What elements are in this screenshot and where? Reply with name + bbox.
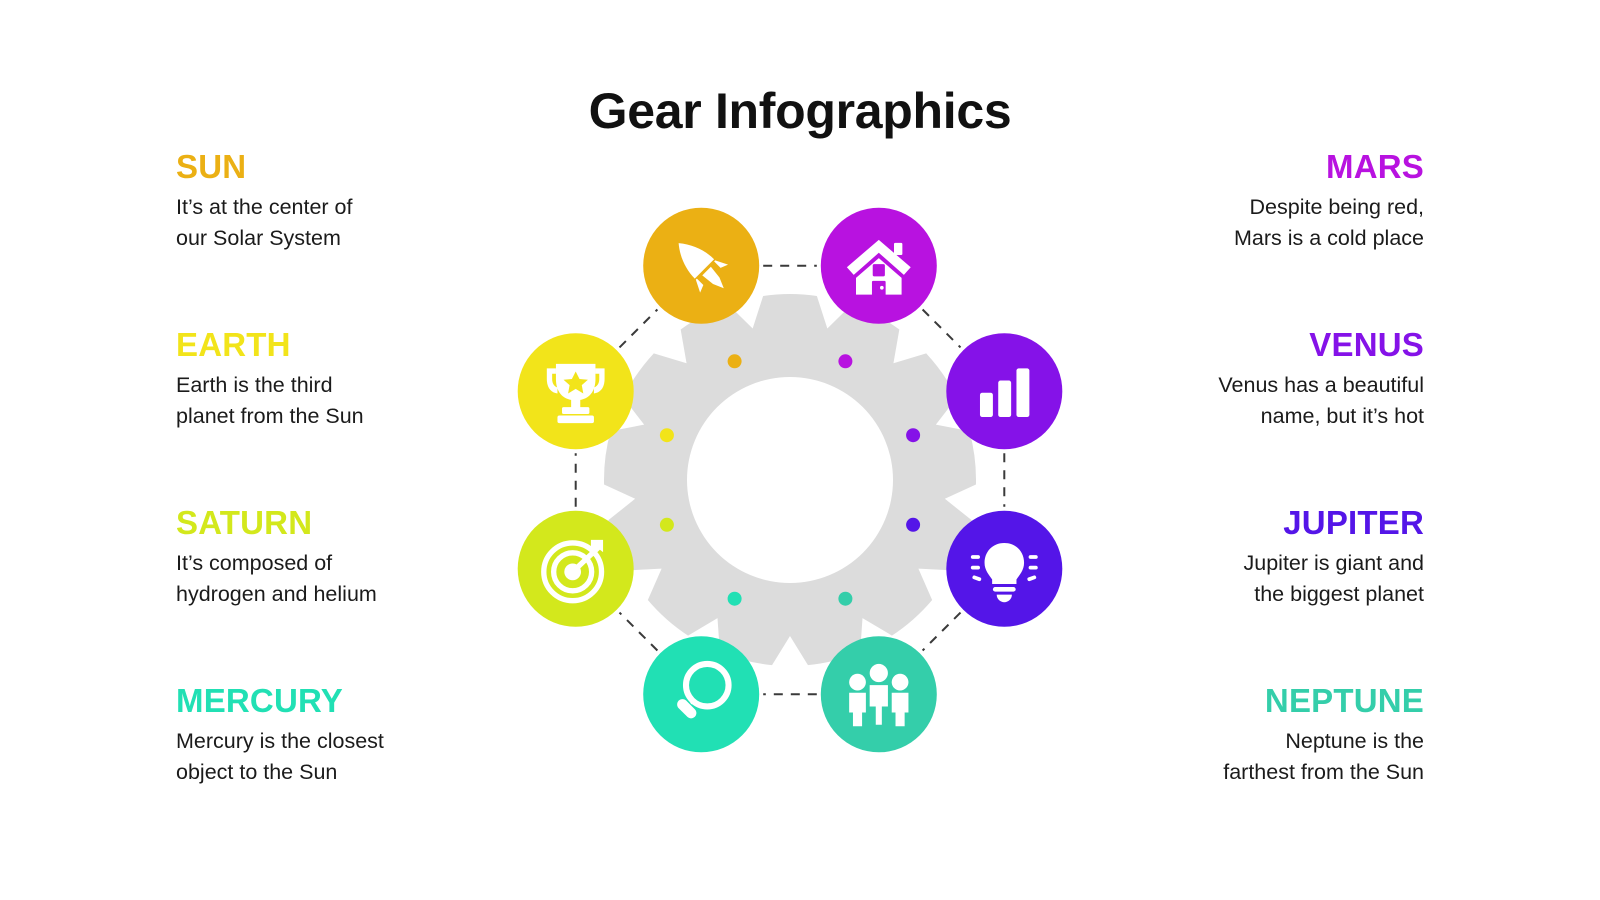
item-earth-description: Earth is the third planet from the Sun <box>176 373 364 428</box>
people-icon <box>849 663 909 727</box>
node-people[interactable] <box>820 636 937 753</box>
gear-dot-group <box>659 354 921 606</box>
lightbulb-icon <box>970 542 1038 603</box>
node-lightbulb[interactable] <box>946 510 1063 627</box>
item-neptune[interactable]: NEPTUNE Neptune is the farthest from the… <box>1124 684 1424 787</box>
node-bar-chart[interactable] <box>946 333 1063 450</box>
connector-line <box>921 611 962 652</box>
node-house[interactable] <box>820 207 937 324</box>
gear-dot <box>659 428 674 443</box>
magnifier-icon <box>677 660 732 719</box>
item-mars-description: Despite being red, Mars is a cold place <box>1234 195 1424 250</box>
item-mars-title: MARS <box>1326 148 1424 185</box>
node-magnifier[interactable] <box>643 636 760 753</box>
icon-node-group <box>517 207 1063 753</box>
rocket-icon <box>678 243 729 293</box>
gear-body <box>603 293 977 666</box>
central-gear <box>603 293 977 666</box>
target-icon <box>541 539 605 604</box>
item-venus-description: Venus has a beautiful name, but it’s hot <box>1218 373 1424 428</box>
item-mercury-description: Mercury is the closest object to the Sun <box>176 729 384 784</box>
item-earth[interactable]: EARTH Earth is the third planet from the… <box>176 328 476 431</box>
item-jupiter-description: Jupiter is giant and the biggest planet <box>1243 551 1424 606</box>
item-neptune-description: Neptune is the farthest from the Sun <box>1223 729 1424 784</box>
connector-line <box>618 308 659 349</box>
item-mars[interactable]: MARS Despite being red, Mars is a cold p… <box>1124 150 1424 253</box>
gear-dot <box>906 517 921 532</box>
gear-diagram <box>500 190 1080 770</box>
item-saturn-title: SATURN <box>176 504 313 541</box>
item-venus-title: VENUS <box>1309 326 1424 363</box>
connector-line <box>618 611 659 652</box>
item-jupiter-title: JUPITER <box>1283 504 1424 541</box>
item-mercury[interactable]: MERCURY Mercury is the closest object to… <box>176 684 476 787</box>
gear-dot <box>727 591 742 606</box>
gear-dot <box>659 517 674 532</box>
page-title: Gear Infographics <box>588 83 1012 139</box>
node-circle-bg[interactable] <box>643 636 760 753</box>
item-earth-title: EARTH <box>176 326 291 363</box>
node-target[interactable] <box>517 510 634 627</box>
node-rocket[interactable] <box>643 207 760 324</box>
bar-chart-icon <box>979 368 1030 418</box>
item-sun-title: SUN <box>176 148 247 185</box>
trophy-icon <box>546 363 605 424</box>
item-sun[interactable]: SUN It’s at the center of our Solar Syst… <box>176 150 476 253</box>
house-icon <box>846 239 911 297</box>
item-saturn-description: It’s composed of hydrogen and helium <box>176 551 377 606</box>
item-jupiter[interactable]: JUPITER Jupiter is giant and the biggest… <box>1124 506 1424 609</box>
connector-line <box>921 308 962 349</box>
gear-dot <box>727 354 742 369</box>
item-neptune-title: NEPTUNE <box>1264 682 1424 719</box>
item-saturn[interactable]: SATURN It’s composed of hydrogen and hel… <box>176 506 476 609</box>
gear-dot <box>838 591 853 606</box>
item-mercury-title: MERCURY <box>176 682 344 719</box>
connector-lines <box>574 264 1006 696</box>
node-trophy[interactable] <box>517 333 634 450</box>
gear-dot <box>906 428 921 443</box>
item-sun-description: It’s at the center of our Solar System <box>176 195 353 250</box>
gear-dot <box>838 354 853 369</box>
item-venus[interactable]: VENUS Venus has a beautiful name, but it… <box>1124 328 1424 431</box>
